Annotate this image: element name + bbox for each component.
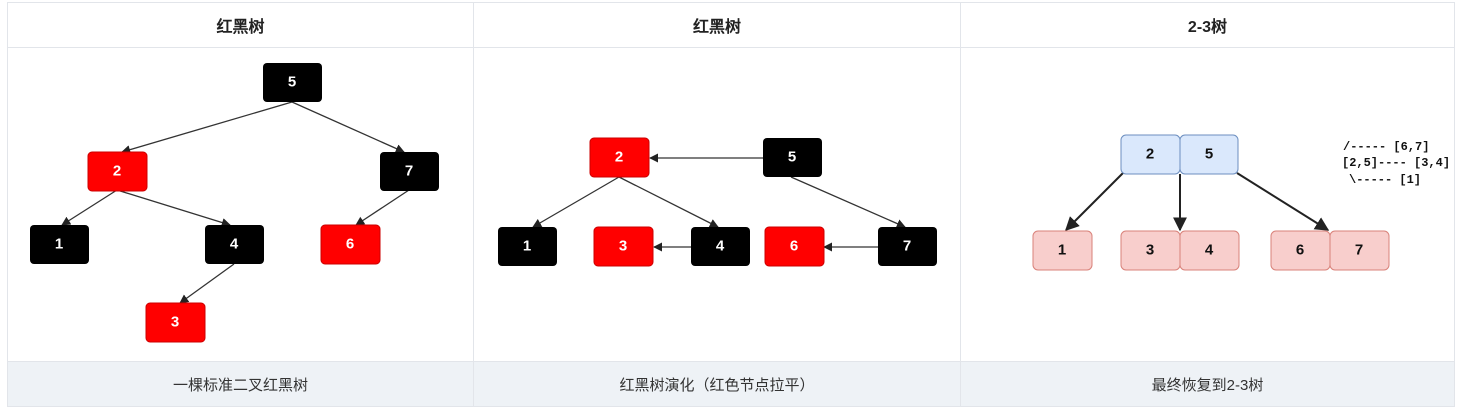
two-three-tree: 2 5 1 3 4 6 7 /----- [6,7] [2,5]---- [3,… [1032, 134, 1450, 271]
node-7: 7 [878, 227, 937, 266]
edge-root-right [1236, 172, 1330, 231]
node-5: 5 [263, 63, 322, 102]
svg-text:7: 7 [405, 163, 413, 180]
svg-text:4: 4 [716, 238, 725, 255]
column-caption-2: 红黑树演化（红色节点拉平） [474, 361, 960, 406]
svg-text:7: 7 [903, 238, 911, 255]
rb-tree-standard: 5 2 7 1 4 6 3 [30, 63, 439, 343]
svg-text:5: 5 [1205, 146, 1213, 163]
column-divider [960, 3, 961, 406]
svg-text:7: 7 [1355, 242, 1363, 259]
edge-5-7 [790, 176, 906, 228]
edge-2-4 [618, 176, 719, 228]
node-4: 4 [691, 227, 750, 266]
edge-root-left [1065, 172, 1124, 231]
svg-text:3: 3 [1146, 242, 1154, 259]
svg-text:6: 6 [346, 236, 354, 253]
edge-2-1 [532, 176, 620, 228]
edge-2-4 [116, 189, 231, 227]
svg-text:1: 1 [523, 238, 531, 255]
node-3: 3 [145, 302, 206, 343]
leaf-node-6-7: 6 7 [1270, 230, 1390, 271]
svg-text:2: 2 [1146, 146, 1154, 163]
edge-4-3 [179, 263, 235, 304]
edge-5-2 [121, 101, 293, 155]
svg-text:5: 5 [288, 74, 296, 91]
svg-text:4: 4 [230, 236, 239, 253]
annotation-line-2: [2,5]---- [3,4] [1342, 156, 1450, 170]
node-7: 7 [380, 152, 439, 191]
node-2: 2 [87, 151, 148, 192]
text-tree-annotation: /----- [6,7] [2,5]---- [3,4] \----- [1] [1342, 140, 1450, 187]
node-6: 6 [764, 226, 825, 267]
rb-tree-flattened: 2 5 1 3 4 6 7 [498, 137, 937, 267]
svg-text:1: 1 [55, 236, 63, 253]
column-divider [473, 3, 474, 406]
leaf-node-1: 1 [1032, 230, 1093, 271]
column-caption-1: 一棵标准二叉红黑树 [8, 361, 473, 406]
node-3: 3 [593, 226, 654, 267]
edge-5-7 [291, 101, 405, 153]
node-4: 4 [205, 225, 264, 264]
svg-text:5: 5 [788, 149, 796, 166]
column-header-2: 红黑树 [474, 3, 960, 48]
leaf-node-3-4: 3 4 [1120, 230, 1240, 271]
svg-text:2: 2 [615, 149, 623, 166]
annotation-line-1: /----- [6,7] [1343, 140, 1429, 154]
node-1: 1 [498, 227, 557, 266]
comparison-table: 红黑树 红黑树 2-3树 一棵标准二叉红黑树 红黑树演化（红色节点拉平） 最终恢… [7, 2, 1455, 407]
column-caption-3: 最终恢复到2-3树 [961, 361, 1454, 406]
svg-text:2: 2 [113, 163, 121, 180]
svg-text:3: 3 [171, 314, 179, 331]
svg-text:6: 6 [1296, 242, 1304, 259]
column-header-1: 红黑树 [8, 3, 473, 48]
svg-text:1: 1 [1058, 242, 1066, 259]
svg-text:6: 6 [790, 238, 798, 255]
root-node-2-5: 2 5 [1120, 134, 1239, 175]
svg-text:3: 3 [619, 238, 627, 255]
node-5: 5 [763, 138, 822, 177]
node-1: 1 [30, 225, 89, 264]
node-6: 6 [320, 224, 381, 265]
svg-text:4: 4 [1205, 242, 1214, 259]
annotation-line-3: \----- [1] [1349, 173, 1421, 187]
edge-2-1 [61, 189, 118, 226]
node-2: 2 [589, 137, 650, 178]
column-header-3: 2-3树 [961, 3, 1454, 48]
edge-7-6 [355, 189, 410, 226]
